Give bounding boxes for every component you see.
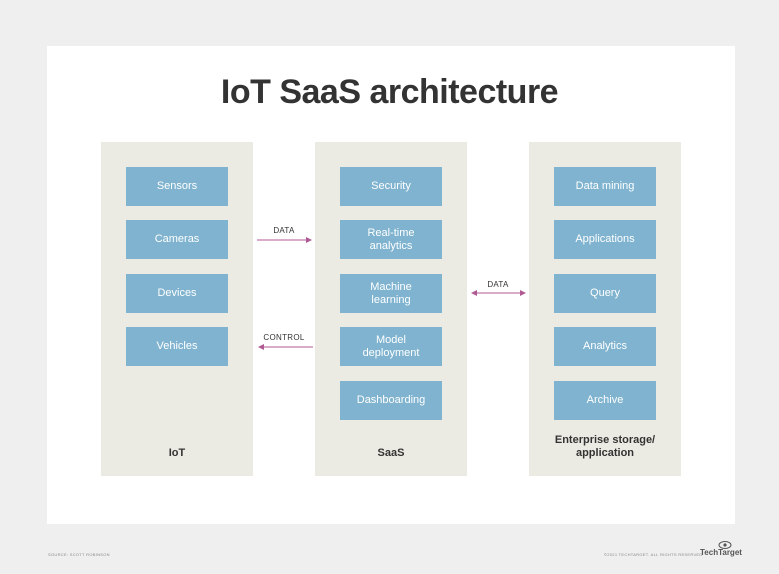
arrow-data-iot-to-saas bbox=[257, 237, 312, 243]
arrow-label-data-iot-saas: DATA bbox=[273, 226, 295, 235]
box-security: Security bbox=[340, 167, 442, 206]
box-devices: Devices bbox=[126, 274, 228, 313]
arrow-label-control: CONTROL bbox=[263, 333, 305, 342]
box-archive: Archive bbox=[554, 381, 656, 420]
arrow-label-data-saas-enterprise: DATA bbox=[487, 280, 509, 289]
box-applications: Applications bbox=[554, 220, 656, 259]
column-enterprise-label: Enterprise storage/ application bbox=[554, 434, 656, 459]
arrow-control-saas-to-iot bbox=[258, 344, 313, 350]
column-saas-label: SaaS bbox=[377, 447, 405, 459]
diagram-title: IoT SaaS architecture bbox=[220, 73, 559, 111]
box-real-time-analytics: Real-time analytics bbox=[340, 220, 442, 259]
box-dashboarding: Dashboarding bbox=[340, 381, 442, 420]
box-sensors: Sensors bbox=[126, 167, 228, 206]
techtarget-logo: TechTarget bbox=[700, 548, 742, 557]
column-saas: Security Real-time analytics Machine lea… bbox=[315, 142, 467, 476]
column-iot-label: IoT bbox=[168, 447, 186, 459]
column-iot: Sensors Cameras Devices Vehicles IoT bbox=[101, 142, 253, 476]
column-enterprise: Data mining Applications Query Analytics… bbox=[529, 142, 681, 476]
footer-source: SOURCE: SCOTT ROBINSON bbox=[48, 552, 110, 557]
techtarget-eye-icon bbox=[718, 541, 732, 549]
box-cameras: Cameras bbox=[126, 220, 228, 259]
box-analytics: Analytics bbox=[554, 327, 656, 366]
box-machine-learning: Machine learning bbox=[340, 274, 442, 313]
footer-copyright: ©2021 TECHTARGET. ALL RIGHTS RESERVED bbox=[604, 552, 703, 557]
box-data-mining: Data mining bbox=[554, 167, 656, 206]
box-vehicles: Vehicles bbox=[126, 327, 228, 366]
box-model-deployment: Model deployment bbox=[340, 327, 442, 366]
box-query: Query bbox=[554, 274, 656, 313]
arrow-data-saas-enterprise bbox=[471, 290, 526, 296]
